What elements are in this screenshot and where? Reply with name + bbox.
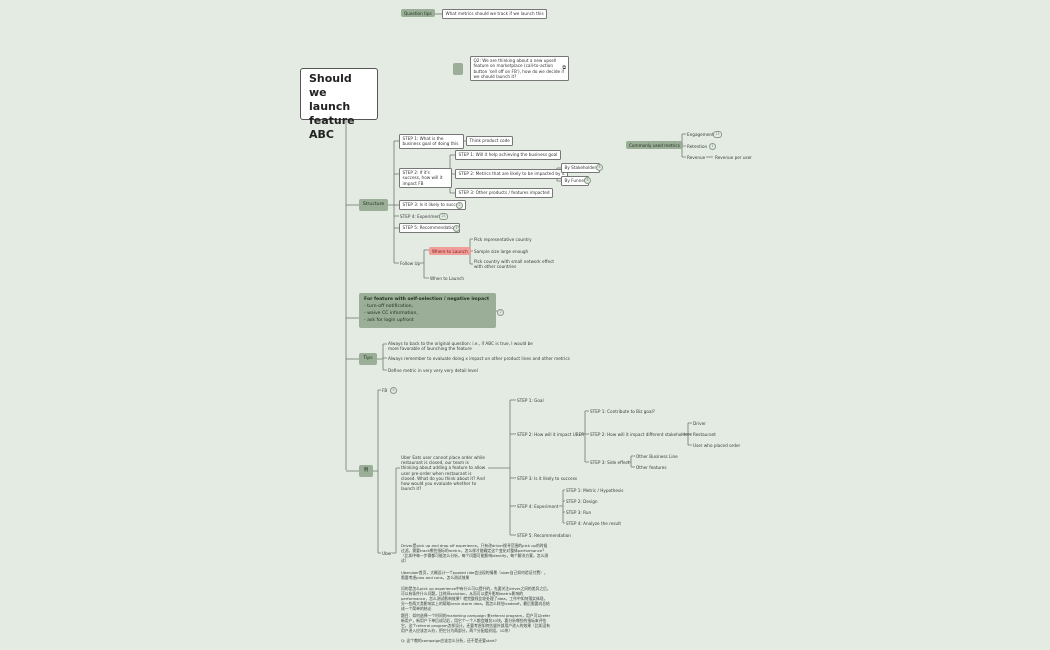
expand-count-icon[interactable]: 13 [713, 131, 722, 138]
tips-node[interactable]: Tips [359, 353, 377, 365]
self-selection-line: - waive CC information, [364, 311, 418, 316]
q2-bullet-node[interactable] [453, 63, 463, 75]
metric-engagement[interactable]: Engagement [687, 132, 714, 137]
uber-step-1[interactable]: STEP 1: Goal [517, 398, 544, 403]
stakeholder-user[interactable]: User who placed order [693, 443, 741, 448]
structure-node[interactable]: Structure [359, 199, 388, 211]
fb-node[interactable]: FB [382, 388, 388, 393]
where-item-3[interactable]: Pick country with small network effect w… [474, 259, 555, 270]
uber-note-2[interactable]: Uberuber首页，大概设计一个pooled ride会出现的情景（uber自… [401, 570, 548, 580]
think-product-code-node[interactable]: Think product code [466, 136, 514, 146]
question-text-node[interactable]: What metrics should we track if we launc… [442, 9, 548, 19]
uber-step-2[interactable]: STEP 2: How will it impact UBER [517, 432, 585, 437]
revenue-per-user[interactable]: Revenue per user [715, 155, 752, 160]
expand-count-icon[interactable]: 4 [453, 225, 460, 232]
uber-note-4[interactable]: 题目：如何选择一个时间的marketing campaign 来referral… [401, 613, 551, 633]
uber-step-3[interactable]: STEP 3: Is it likely to success [517, 476, 578, 481]
step2-sub3-node[interactable]: STEP 3: Other products / features impact… [455, 188, 553, 198]
expand-count-icon[interactable]: 2 [456, 202, 463, 209]
external-link-icon[interactable]: ⧉ [562, 65, 566, 71]
step2-sub1-node[interactable]: STEP 1: Will it help achieving the busin… [455, 150, 561, 160]
impact-step-1[interactable]: STEP 1: Contribute to Biz goal? [590, 409, 655, 414]
impact-step-3[interactable]: STEP 3: Side effect [590, 460, 630, 465]
where-item-1[interactable]: Pick representative country [474, 237, 532, 242]
step3-node[interactable]: STEP 3: Is it likely to success [399, 200, 467, 210]
metric-retention[interactable]: Retention [687, 144, 708, 149]
step2-sub2-node[interactable]: STEP 2: Metrics that are likely to be im… [455, 169, 569, 179]
expand-count-icon[interactable]: 6 [584, 177, 591, 184]
exp-step-4[interactable]: STEP 4: Analyze the result [566, 521, 622, 526]
by-stakeholder-node[interactable]: By Stakeholder [561, 163, 600, 173]
uber-node[interactable]: Uber [382, 551, 393, 556]
root-node-title[interactable]: Should we launch feature ABC [300, 68, 378, 141]
follow-up-node[interactable]: Follow Up [400, 261, 421, 266]
q2-text: Q2: We are thinking about a new upsell f… [473, 58, 565, 79]
stakeholder-driver[interactable]: Driver [693, 421, 706, 426]
where-item-2[interactable]: Sample size large enough [474, 249, 529, 254]
exp-step-1[interactable]: STEP 1: Metric / Hypothesis [566, 488, 624, 493]
side-effect-other-features[interactable]: Other features [636, 465, 667, 470]
metrics-node[interactable]: Commonly used metrics [626, 141, 683, 150]
self-selection-line: - turn-off notification, [364, 304, 414, 309]
uber-note-1[interactable]: Driver是pick up and drop off experience。只… [401, 543, 549, 563]
uber-step-4[interactable]: STEP 4: Experiment [517, 504, 559, 509]
side-effect-business-line[interactable]: Other Business Line [636, 454, 678, 459]
metric-revenue[interactable]: Revenue [687, 155, 706, 160]
exp-step-2[interactable]: STEP 2: Design [566, 499, 598, 504]
uber-note-5[interactable]: Q: 这个教的campaign应该怎么分析，还不是还要start? [401, 638, 497, 643]
expand-count-icon[interactable]: 25 [439, 213, 448, 220]
expand-count-icon[interactable]: 2 [497, 309, 504, 316]
step1-node[interactable]: STEP 1: What is the business goal of doi… [399, 134, 464, 149]
examples-node[interactable]: 例 [359, 465, 373, 477]
tip-2[interactable]: Always remember to evaluate doing x impa… [388, 356, 570, 361]
self-selection-node[interactable]: For feature with self-selection / negati… [359, 293, 496, 328]
when-to-launch-node[interactable]: When to Launch [430, 276, 465, 281]
impact-step-2[interactable]: STEP 2: How will it impact different sta… [590, 432, 692, 437]
expand-count-icon[interactable]: 5 [390, 387, 397, 394]
uber-note-3[interactable]: 问的是怎么pick up experience中有什么可以提升的，先要关注dri… [401, 586, 551, 611]
self-selection-line: - ask for login upfront [364, 318, 414, 323]
step5-node[interactable]: STEP 5: Recommendation [399, 223, 460, 233]
where-to-launch-node[interactable]: Where to Launch [429, 247, 471, 256]
uber-eats-question[interactable]: Uber Eats user cannot place order while … [401, 455, 486, 492]
stakeholder-restaurant[interactable]: Restaurant [693, 432, 716, 437]
self-selection-line: For feature with self-selection / negati… [364, 297, 490, 302]
tip-3[interactable]: Define metric in very very very detail l… [388, 368, 478, 373]
expand-count-icon[interactable]: 8 [596, 164, 603, 171]
tip-1[interactable]: Always to back to the original question:… [388, 341, 533, 352]
expand-count-icon[interactable]: 1 [709, 143, 716, 150]
question-tips-tag[interactable]: Question tips [401, 9, 435, 18]
q2-node[interactable]: Q2: We are thinking about a new upsell f… [470, 56, 569, 82]
step2-node[interactable]: STEP 2: If it's success, how will it imp… [399, 168, 452, 188]
exp-step-3[interactable]: STEP 3: Run [566, 510, 592, 515]
step4-node[interactable]: STEP 4: Experiment [400, 214, 442, 219]
uber-step-5[interactable]: STEP 5: Recommendation [517, 533, 571, 538]
